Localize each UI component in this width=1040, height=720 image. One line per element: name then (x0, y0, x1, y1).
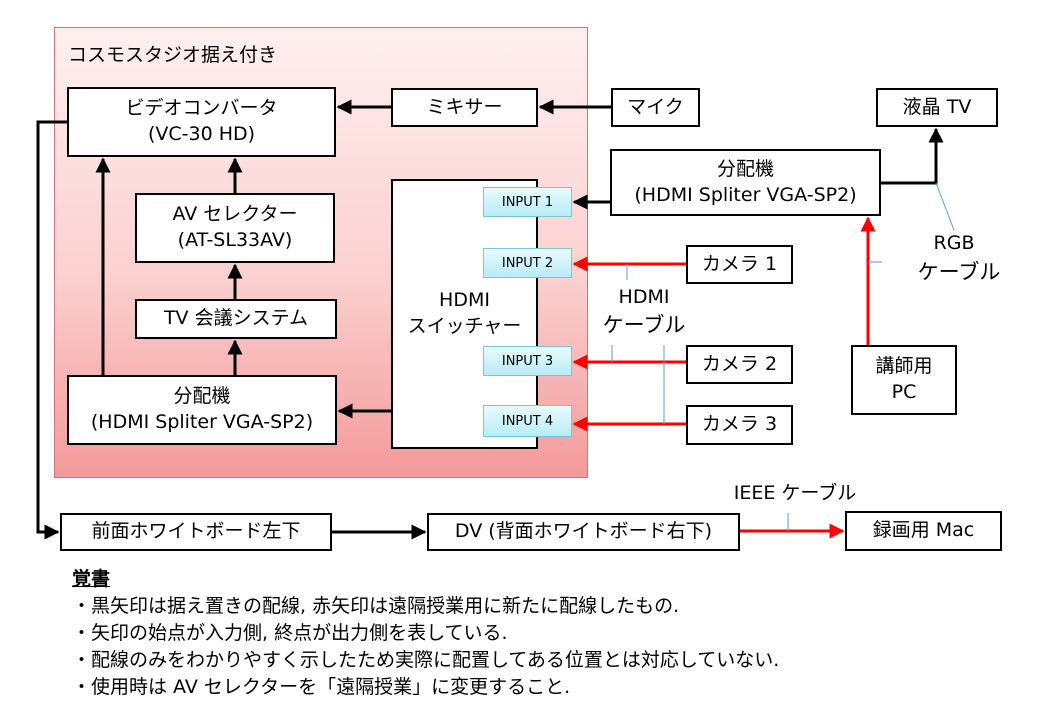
camera1-box: カメラ 1 (686, 245, 793, 284)
recording-mac-box: 録画用 Mac (845, 511, 1002, 551)
mic-name: マイク (627, 95, 684, 118)
camera1-name: カメラ 1 (701, 252, 778, 275)
rgb-cable-label-line1: RGB (933, 232, 975, 254)
wire-splitter-to-tv (881, 127, 944, 185)
av-selector-name: AV セレクター (172, 203, 298, 226)
splitter-left-model: (HDMI Spliter VGA-SP2) (90, 411, 314, 433)
input-port-1: INPUT 1 (483, 187, 572, 217)
wire-converter-to-whiteboard (36, 120, 67, 540)
splitter-right-model: (HDMI Spliter VGA-SP2) (634, 183, 857, 206)
video-converter-name: ビデオコンバータ (125, 97, 278, 120)
camera3-box: カメラ 3 (686, 405, 793, 445)
tv-conference-box: TV 会議システム (135, 299, 337, 339)
hdmi-switcher-name-1: HDMI (439, 289, 490, 312)
lcd-tv-box: 液晶 TV (876, 88, 998, 127)
input-port-2: INPUT 2 (483, 248, 572, 278)
front-whiteboard-name: 前面ホワイトボード左下 (91, 520, 301, 543)
note-item: ・黒矢印は据え置きの配線, 赤矢印は遠隔授業用に新たに配線したもの. (72, 595, 680, 617)
mic-box: マイク (611, 88, 700, 127)
dv-box: DV (背面ホワイトボード右下) (427, 513, 740, 551)
note-item: ・配線のみをわかりやすく示したため実際に配置してある位置とは対応していない. (72, 649, 780, 671)
av-selector-model: (AT-SL33AV) (177, 229, 293, 251)
notes-section: 覚書 ・黒矢印は据え置きの配線, 赤矢印は遠隔授業用に新たに配線したもの. ・矢… (72, 566, 779, 701)
rgb-cable-leader (935, 182, 955, 231)
hdmi-switcher-box: HDMI スイッチャー (391, 179, 538, 449)
hdmi-cable-label-2: ケーブル (602, 313, 686, 337)
ieee-cable-label: IEEE ケーブル (733, 482, 857, 504)
dv-name: DV (背面ホワイトボード右下) (454, 520, 713, 543)
camera3-name: カメラ 3 (701, 413, 778, 436)
recording-mac-name: 録画用 Mac (872, 519, 975, 542)
video-converter-box: ビデオコンバータ (VC-30 HD) (67, 87, 336, 157)
camera2-name: カメラ 2 (701, 352, 778, 375)
notes-heading: 覚書 (72, 568, 111, 590)
note-item: ・使用時は AV セレクターを「遠隔授業」に変更すること. (72, 676, 571, 698)
splitter-right-box: 分配機 (HDMI Spliter VGA-SP2) (610, 149, 881, 216)
splitter-right-name: 分配機 (716, 157, 774, 180)
hdmi-cable-label: HDMI (618, 286, 670, 308)
lcd-tv-name: 液晶 TV (902, 95, 972, 118)
rgb-cable-label: RGB (914, 231, 994, 256)
video-converter-model: (VC-30 HD) (147, 123, 256, 145)
region-title: コスモスタジオ据え付き (68, 44, 278, 66)
camera2-box: カメラ 2 (686, 345, 793, 384)
mixer-box: ミキサー (391, 88, 538, 127)
hdmi-switcher-name-2: スイッチャー (407, 315, 522, 337)
lecturer-pc-box: 講師用 PC (851, 345, 957, 415)
front-whiteboard-box: 前面ホワイトボード左下 (60, 513, 332, 551)
splitter-left-box: 分配機 (HDMI Spliter VGA-SP2) (67, 375, 337, 445)
mixer-name: ミキサー (426, 95, 503, 118)
input-port-4: INPUT 4 (483, 405, 572, 437)
lecturer-pc-type: PC (891, 381, 917, 403)
input-port-3: INPUT 3 (483, 346, 572, 376)
tv-conference-name: TV 会議システム (163, 307, 309, 330)
av-selector-box: AV セレクター (AT-SL33AV) (135, 193, 335, 263)
lecturer-pc-name: 講師用 (875, 355, 933, 378)
splitter-left-name: 分配機 (173, 385, 231, 408)
note-item: ・矢印の始点が入力側, 終点が出力側を表している. (72, 622, 508, 644)
rgb-cable-label-2: ケーブル (917, 260, 1001, 284)
